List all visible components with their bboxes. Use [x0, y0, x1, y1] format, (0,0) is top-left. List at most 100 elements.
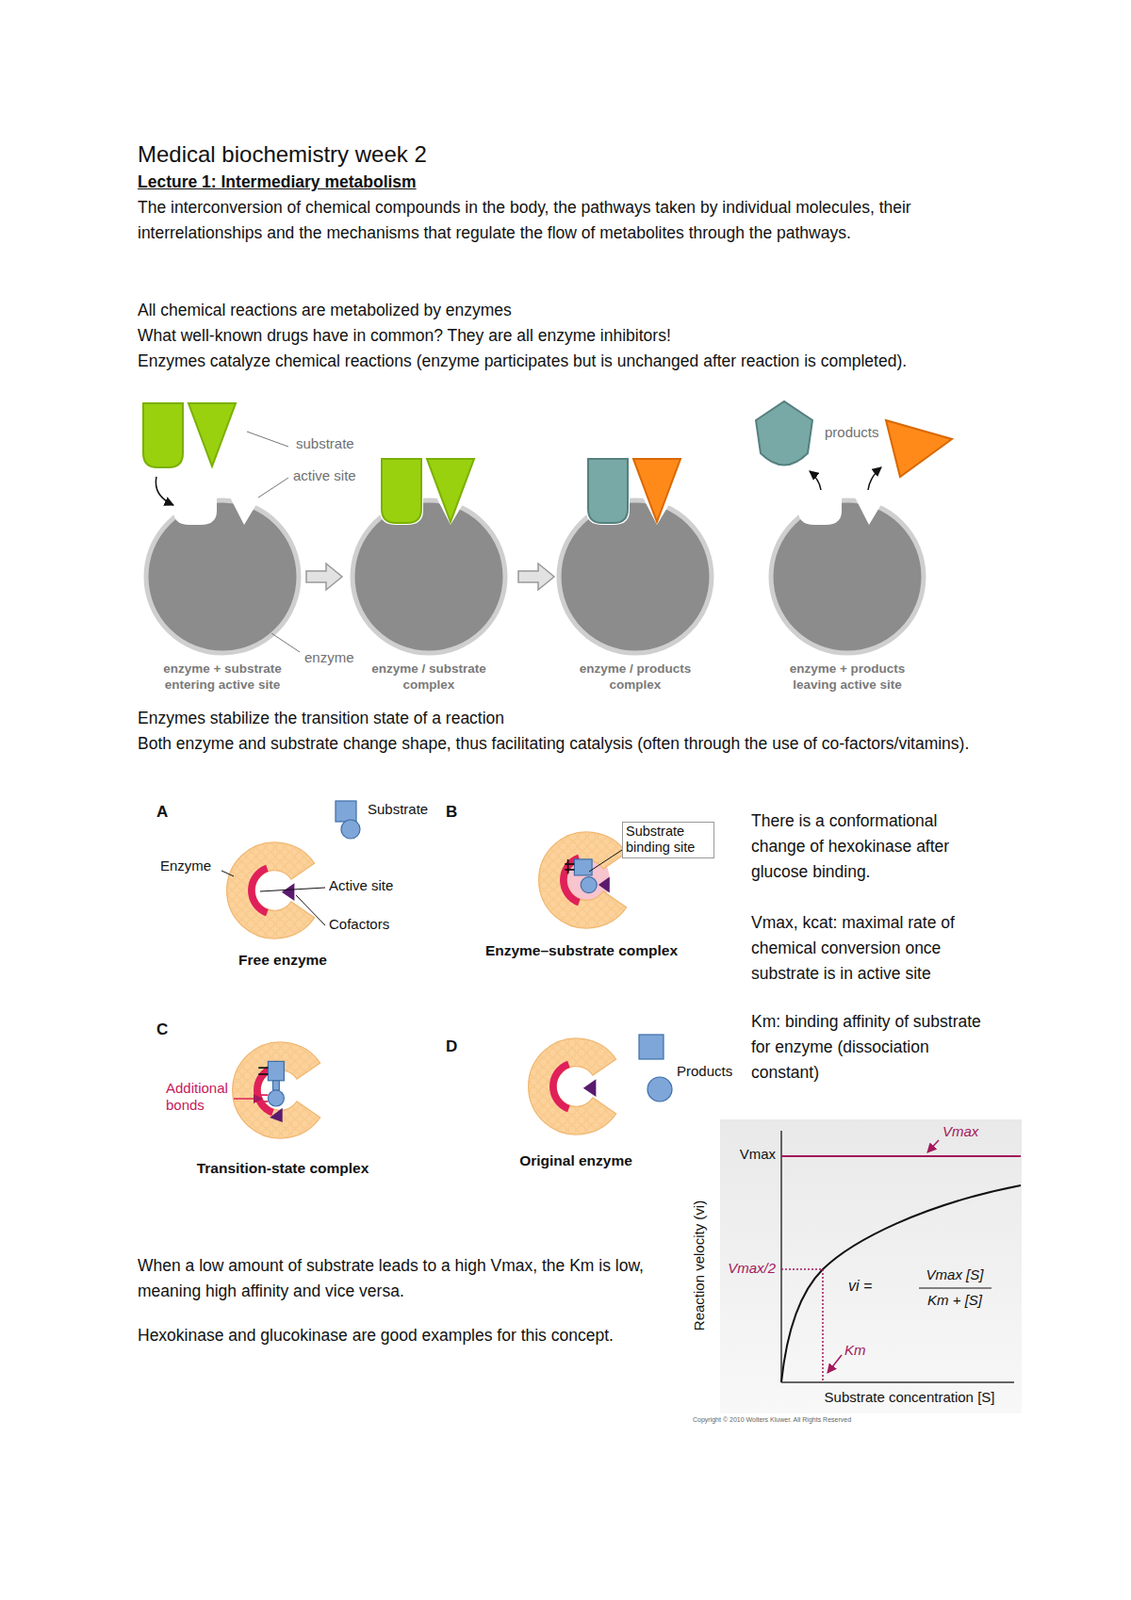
figure-label: Additional bonds [165, 1080, 232, 1115]
transition-state-complex-part [258, 1073, 268, 1076]
body-paragraph: Both enzyme and substrate change shape, … [137, 731, 1000, 757]
michaelis-menten-graph-part [821, 1269, 824, 1381]
axis-label: Vmax [719, 1146, 776, 1164]
body-paragraph: What well-known drugs have in common? Th… [137, 323, 1000, 349]
enzyme-panel-1-part [143, 403, 236, 468]
equation-text: vi = [848, 1277, 905, 1295]
figure-label: Substrate binding site [622, 821, 715, 859]
enzyme-panel-1 [143, 403, 299, 654]
figure-caption: enzyme / products complex [559, 661, 711, 694]
transition-state-complex-part [258, 1094, 268, 1097]
figure-caption: enzyme + products leaving active site [767, 661, 928, 694]
enzyme-substrate-complex-part [539, 832, 627, 929]
michaelis-menten-graph-part [927, 1140, 939, 1153]
enzyme-panel-4-part [868, 467, 882, 491]
equation-text: Vmax [S] [907, 1266, 1002, 1284]
enzyme-panel-3-part [558, 500, 712, 654]
side-note: There is a conformational change of hexo… [751, 808, 992, 886]
enzyme-panels-figure-part [233, 1098, 263, 1100]
enzyme-cartoon-figure-part [271, 633, 300, 653]
original-enzyme [528, 1038, 617, 1135]
enzyme-panel-1-part [146, 500, 299, 654]
enzyme-cartoon-figure-part [258, 477, 289, 498]
enzyme-substrate-complex-part [580, 877, 597, 894]
enzyme-substrate-complex-part [564, 863, 574, 866]
products-shapes-part [639, 1034, 664, 1060]
body-paragraph: Enzymes catalyze chemical reactions (enz… [137, 348, 1000, 375]
figure-label: substrate [295, 432, 381, 455]
enzyme-panel-4-part [770, 500, 924, 654]
panel-caption: Free enzyme [212, 951, 354, 970]
transition-state-complex [232, 1042, 321, 1139]
axis-title: Reaction velocity (vi) [690, 1171, 708, 1361]
graph-label: Km [844, 1342, 883, 1360]
graph-label: Vmax [942, 1123, 1009, 1141]
body-paragraph: The interconversion of chemical compound… [137, 195, 1000, 246]
panel-caption: Original enzyme [491, 1152, 661, 1171]
michaelis-menten-graph-part [781, 1381, 1015, 1384]
enzyme-cartoon-figure-part [306, 563, 343, 591]
michaelis-menten-graph-part [781, 1268, 823, 1271]
figure-label: Enzyme [160, 857, 227, 875]
enzyme-panel-1-part-part [143, 403, 183, 468]
panel-letter: B [445, 800, 469, 825]
axis-title: Substrate concentration [S] [796, 1389, 1023, 1407]
products-shapes [639, 1034, 673, 1102]
free-enzyme-part [281, 883, 296, 902]
enzyme-panel-3-part [633, 458, 681, 523]
figure-label: Active site [328, 877, 424, 895]
enzyme-panel-4-part [809, 471, 821, 491]
original-enzyme-part [583, 1079, 597, 1098]
enzyme-panel-4 [755, 401, 952, 654]
panel-caption: Transition-state complex [179, 1160, 387, 1179]
figure-label: Cofactors [328, 916, 424, 934]
equation-text: Km + [S] [907, 1292, 1002, 1310]
panel-caption: Enzyme–substrate complex [468, 942, 695, 961]
figure-caption: enzyme / substrate complex [353, 661, 505, 694]
enzyme-substrate-complex-part [573, 859, 592, 876]
michaelis-menten-graph-part [781, 1185, 1021, 1383]
transition-state-complex-part [232, 1042, 321, 1139]
figure-label: Substrate [367, 801, 453, 819]
side-note: Km: binding affinity of substrate for en… [751, 1009, 992, 1086]
enzyme-panel-1-part [173, 482, 217, 525]
figure-caption: enzyme + substrate entering active site [142, 661, 303, 694]
panel-letter: A [156, 800, 180, 825]
transition-state-complex-part [258, 1066, 268, 1069]
enzyme-panel-3 [558, 458, 712, 654]
transition-state-complex-part [269, 1108, 283, 1123]
body-paragraph: All chemical reactions are metabolized b… [137, 297, 1000, 324]
enzyme-panels-figure-part [260, 887, 326, 892]
body-paragraph: Hexokinase and glucokinase are good exam… [137, 1323, 671, 1349]
michaelis-menten-graph-part [827, 1355, 842, 1374]
enzyme-substrate-complex-part [567, 859, 570, 874]
enzyme-panel-1-part [155, 476, 174, 506]
transition-state-complex-part [267, 1090, 284, 1107]
enzyme-panel-2-part [426, 458, 475, 523]
enzyme-panel-2-part [381, 458, 422, 524]
body-paragraph: When a low amount of substrate leads to … [137, 1253, 671, 1305]
enzyme-panel-3-part [588, 458, 628, 524]
body-paragraph: Enzymes stabilize the transition state o… [137, 705, 1000, 732]
panel-letter: D [445, 1034, 469, 1060]
enzyme-panel-4-part [885, 420, 952, 477]
enzyme-panels-figure-part [589, 850, 623, 872]
enzyme-substrate-complex-part [598, 877, 610, 894]
panel-letter: C [156, 1017, 180, 1043]
michaelis-menten-graph-part [918, 1287, 992, 1289]
enzyme-panel-4-part [847, 482, 895, 525]
enzyme-panel-2 [352, 458, 506, 654]
figure-label: products [824, 421, 910, 443]
figure-label: Products [676, 1063, 762, 1081]
figure-label: enzyme [304, 646, 380, 669]
free-substrate-part [335, 801, 357, 822]
transition-state-complex-part [273, 1081, 280, 1091]
enzyme-panels-figure-part [295, 895, 326, 926]
free-substrate-part [341, 819, 361, 839]
enzyme-substrate-complex-part [564, 868, 574, 871]
enzyme-panels-figure-part [221, 870, 234, 877]
graph-label: Vmax/2 [709, 1260, 776, 1278]
enzyme-panel-4-part [798, 482, 842, 525]
original-enzyme-part [528, 1038, 617, 1135]
enzyme-panel-4-part [755, 401, 813, 466]
